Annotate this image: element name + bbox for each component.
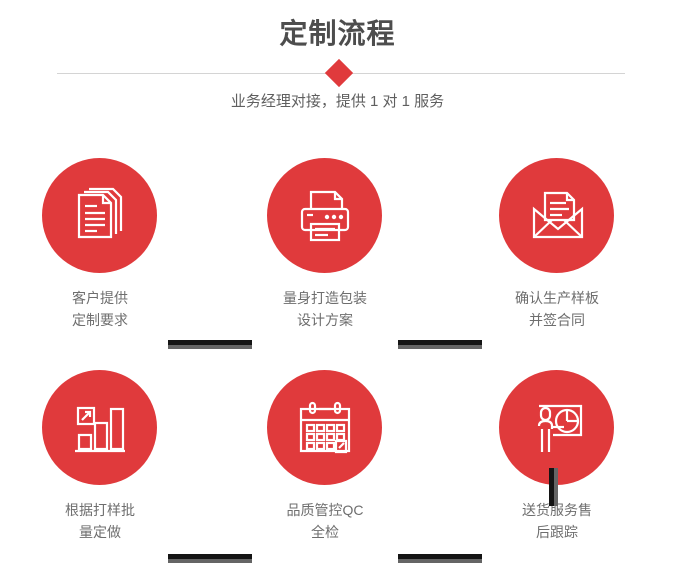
step-label-3: 确认生产样板 并签合同 (492, 287, 622, 331)
step-label-line1: 品质管控QC (286, 502, 364, 518)
step-label-4: 根据打样批 量定做 (35, 499, 165, 543)
connector-bar-dark (549, 468, 554, 506)
step-label-line2: 全检 (311, 524, 339, 540)
envelope-document-icon (526, 185, 588, 247)
documents-stack-icon (69, 185, 131, 247)
connector-bar-gray (168, 559, 252, 563)
step-icon-circle-3 (499, 158, 614, 273)
connector-step1-step2 (168, 340, 252, 349)
step-label-1: 客户提供 定制要求 (35, 287, 165, 331)
step-label-line1: 根据打样批 (65, 502, 135, 518)
step-item-4[interactable]: 根据打样批 量定做 (20, 370, 180, 543)
step-item-2[interactable]: 量身打造包装 设计方案 (245, 158, 405, 331)
connector-bar-gray (554, 468, 558, 506)
step-label-line1: 量身打造包装 (283, 290, 367, 306)
connector-bar-dark (168, 340, 252, 345)
process-steps: 客户提供 定制要求 量身打造包装 (0, 130, 675, 563)
connector-bar-dark (398, 340, 482, 345)
connector-step2-step3 (398, 340, 482, 349)
connector-bar-gray (168, 345, 252, 349)
calendar-check-icon (294, 397, 356, 459)
step-label-line1: 确认生产样板 (515, 290, 599, 306)
step-label-line1: 送货服务售 (522, 502, 592, 518)
step-label-line2: 设计方案 (297, 312, 353, 328)
step-item-6[interactable]: 送货服务售 后跟踪 (477, 370, 637, 543)
step-icon-circle-6 (499, 370, 614, 485)
step-item-1[interactable]: 客户提供 定制要求 (20, 158, 180, 331)
step-icon-circle-4 (42, 370, 157, 485)
connector-bar-gray (398, 559, 482, 563)
step-label-line1: 客户提供 (72, 290, 128, 306)
step-label-line2: 并签合同 (529, 312, 585, 328)
connector-step5-step6 (398, 554, 482, 563)
step-icon-circle-1 (42, 158, 157, 273)
step-item-5[interactable]: 品质管控QC 全检 (245, 370, 405, 543)
printer-icon (294, 185, 356, 247)
connector-step4-step5 (168, 554, 252, 563)
step-label-line2: 量定做 (79, 524, 121, 540)
page-subtitle: 业务经理对接，提供 1 对 1 服务 (230, 93, 445, 110)
page-title: 定制流程 (279, 18, 396, 49)
step-icon-circle-2 (267, 158, 382, 273)
step-icon-circle-5 (267, 370, 382, 485)
presenter-pie-chart-icon (526, 397, 588, 459)
connector-bar-gray (398, 345, 482, 349)
step-label-2: 量身打造包装 设计方案 (260, 287, 390, 331)
step-label-5: 品质管控QC 全检 (260, 499, 390, 543)
step-label-6: 送货服务售 后跟踪 (492, 499, 622, 543)
step-label-line2: 后跟踪 (536, 524, 578, 540)
diamond-icon (324, 58, 354, 88)
connector-step3-step6 (549, 468, 558, 506)
header: 定制流程 业务经理对接，提供 1 对 1 服务 (0, 0, 675, 130)
bar-chart-growth-icon (69, 397, 131, 459)
step-label-line2: 定制要求 (72, 312, 128, 328)
step-item-3[interactable]: 确认生产样板 并签合同 (477, 158, 637, 331)
